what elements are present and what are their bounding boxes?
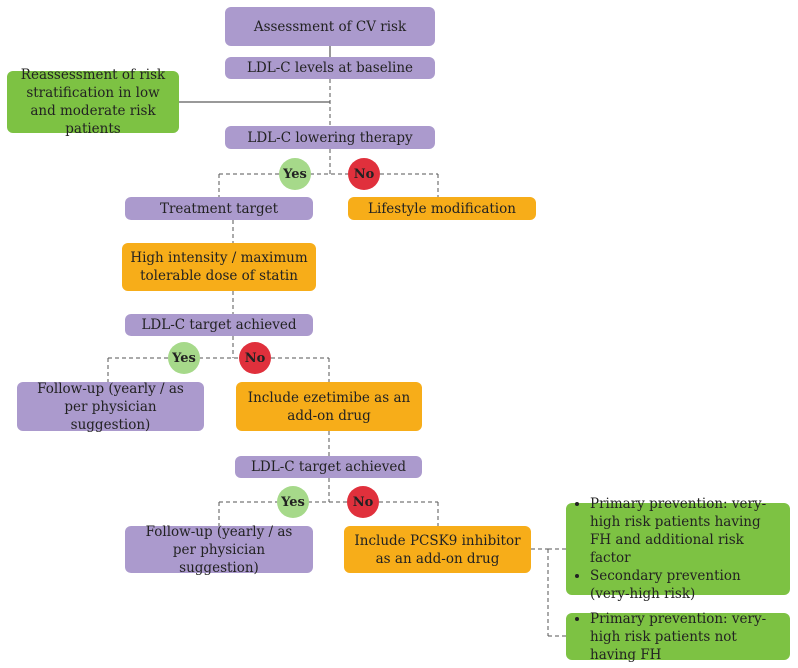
decision-no-2: No: [239, 342, 271, 374]
criteria-item: Primary prevention: very-high risk patie…: [590, 610, 780, 664]
node-reassessment: Reassessment of risk stratification in l…: [7, 67, 179, 137]
decision-yes-2: Yes: [168, 342, 200, 374]
node-ldl-target-achieved-1: LDL-C target achieved: [125, 314, 313, 336]
pcsk9-criteria-2-list: Primary prevention: very-high risk patie…: [572, 610, 780, 664]
node-high-intensity-statin: High intensity / maximum tolerable dose …: [122, 243, 316, 291]
pcsk9-criteria-2: Primary prevention: very-high risk patie…: [566, 611, 790, 663]
node-follow-up-1: Follow-up (yearly / as per physician sug…: [17, 381, 204, 433]
decision-no-1: No: [348, 158, 380, 190]
pcsk9-criteria-1: Primary prevention: very-high risk patie…: [566, 496, 790, 602]
node-treatment-target: Treatment target: [125, 197, 313, 220]
decision-no-3: No: [347, 486, 379, 518]
node-lifestyle-modification: Lifestyle modification: [348, 197, 536, 220]
node-ldl-lowering-therapy: LDL-C lowering therapy: [225, 126, 435, 149]
decision-yes-3: Yes: [277, 486, 309, 518]
node-ldl-baseline: LDL-C levels at baseline: [225, 57, 435, 79]
criteria-item: Secondary prevention (very-high risk): [590, 567, 780, 603]
node-assessment-cv-risk: Assessment of CV risk: [225, 7, 435, 46]
criteria-item: Primary prevention: very-high risk patie…: [590, 495, 780, 567]
pcsk9-criteria-1-list: Primary prevention: very-high risk patie…: [572, 495, 780, 603]
node-ldl-target-achieved-2: LDL-C target achieved: [235, 456, 422, 478]
node-ezetimibe: Include ezetimibe as an add-on drug: [236, 382, 422, 431]
decision-yes-1: Yes: [279, 158, 311, 190]
node-pcsk9-inhibitor: Include PCSK9 inhibitor as an add-on dru…: [344, 526, 531, 573]
node-follow-up-2: Follow-up (yearly / as per physician sug…: [125, 524, 313, 576]
